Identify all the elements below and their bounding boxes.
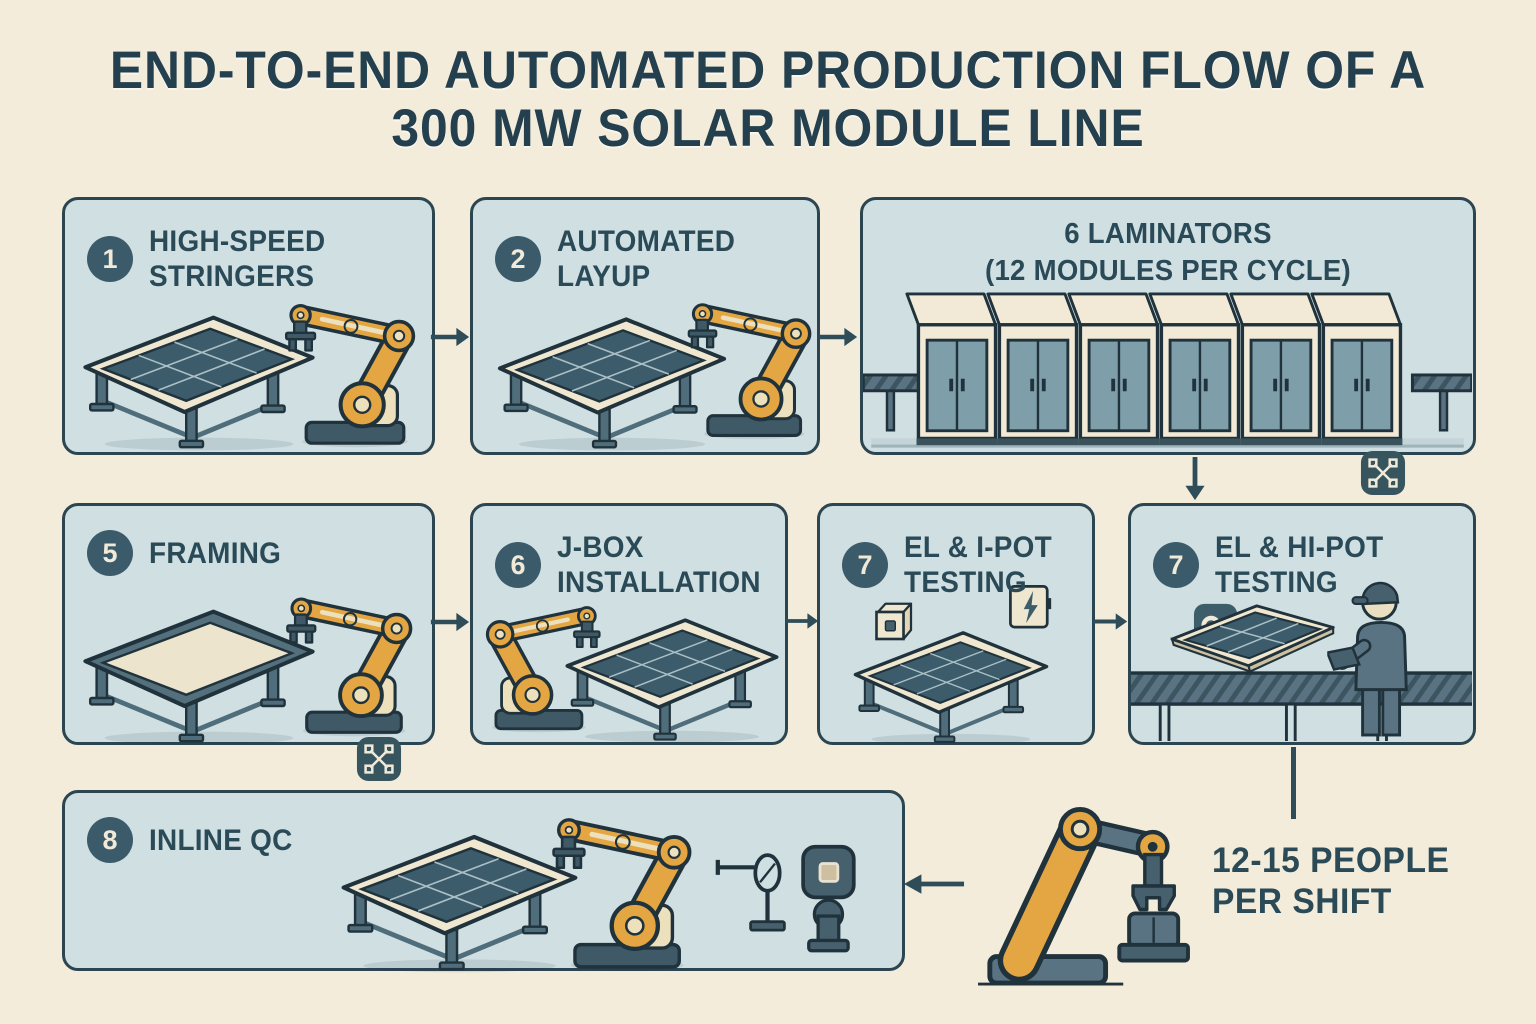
page-title-line1: END-TO-END AUTOMATED PRODUCTION FLOW OF … [109, 41, 1427, 100]
solar-table-illustration [850, 618, 1052, 746]
laminators-illustration [863, 292, 1472, 449]
qc-equipment-illustration [715, 841, 865, 963]
expand-icon [1360, 450, 1406, 496]
panel-framing: 5 FRAMING [62, 503, 435, 745]
step-badge: 7 [1153, 542, 1199, 588]
robot-arm-illustration [659, 288, 819, 440]
robot-arm-illustration [255, 288, 423, 448]
step-badge: 1 [87, 236, 133, 282]
right-arrow-icon [785, 610, 819, 632]
panel-title: INLINE QC [149, 823, 293, 857]
panel-inline-qc: 8 INLINE QC [62, 790, 905, 971]
step-badge: 2 [495, 236, 541, 282]
right-arrow-icon [1092, 610, 1128, 633]
step-badge: 7 [842, 542, 888, 588]
robot-arm-illustration [257, 582, 420, 737]
page-title-line2: 300 MW SOLAR MODULE LINE [391, 99, 1145, 158]
right-arrow-icon [818, 325, 858, 349]
left-arrow-icon [903, 871, 965, 897]
connector-line [1291, 747, 1296, 819]
expand-icon [356, 736, 402, 782]
worker-illustration [1327, 583, 1406, 735]
robot-arm-illustration [520, 801, 700, 972]
page-title: END-TO-END AUTOMATED PRODUCTION FLOW OF … [46, 42, 1490, 158]
right-arrow-icon [430, 610, 470, 634]
step-badge: 8 [87, 817, 133, 863]
solar-table-illustration [561, 604, 783, 744]
panel-title: 6 LAMINATORS(12 MODULES PER CYCLE) [984, 218, 1351, 287]
right-arrow-icon [430, 325, 470, 349]
hipot-station-illustration [1131, 506, 1472, 741]
step-badge: 6 [495, 542, 541, 588]
big-robot-illustration [976, 782, 1192, 988]
down-arrow-icon [1180, 456, 1210, 502]
step-badge: 5 [87, 530, 133, 576]
panel-laminators: 6 LAMINATORS(12 MODULES PER CYCLE) [860, 197, 1476, 455]
panel-title: FRAMING [149, 536, 282, 570]
